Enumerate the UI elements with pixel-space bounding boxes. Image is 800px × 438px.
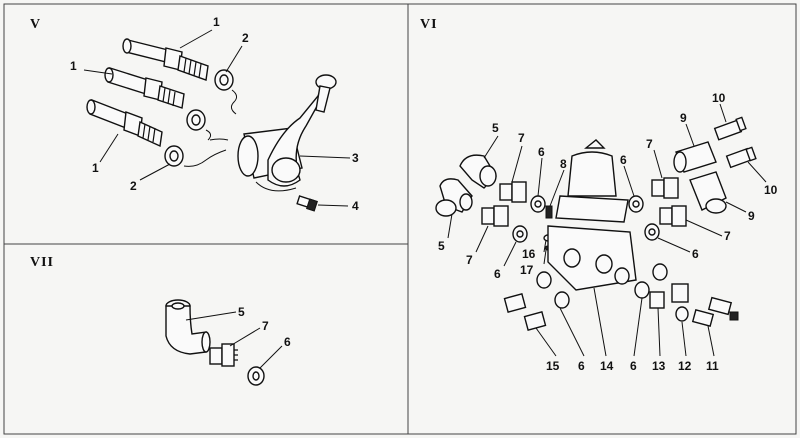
- section-vi-drawing: 5 5 7 7 7 7 6 6 6 6 6 6 8 9 9 10 10 16 1…: [435, 91, 778, 373]
- callout-v-1b: 1: [70, 59, 77, 73]
- callout-vi-17: 17: [520, 263, 534, 277]
- callout-vi-13: 13: [652, 359, 666, 373]
- fitting-11: [691, 296, 739, 327]
- callout-v-2a: 2: [242, 31, 249, 45]
- sensor-10-lower: [725, 146, 757, 169]
- callout-v-1a: 1: [213, 15, 220, 29]
- callout-v-1c: 1: [92, 161, 99, 175]
- section-title-vi: VI: [420, 17, 438, 32]
- callout-vi-10b: 10: [764, 183, 778, 197]
- elbow-5-upper: [459, 154, 497, 189]
- callout-vi-6e: 6: [578, 359, 585, 373]
- callout-vi-12: 12: [678, 359, 692, 373]
- callout-vi-5a: 5: [492, 121, 499, 135]
- hose-fitting-1-middle: [104, 67, 185, 109]
- callout-vi-15: 15: [546, 359, 560, 373]
- section-v-drawing: 1 1 1 2 2 3 4: [70, 15, 359, 213]
- callout-vi-7a: 7: [518, 131, 525, 145]
- callout-vi-8: 8: [560, 157, 567, 171]
- section-vi-leaders: [447, 103, 767, 357]
- section-v-leaders: [83, 29, 351, 207]
- plug-15-lower: [523, 311, 547, 331]
- plug-15-upper: [503, 293, 527, 313]
- callout-vi-11: 11: [706, 359, 719, 373]
- leader-vii-7: [229, 327, 261, 347]
- section-vii-drawing: 5 7 6: [165, 299, 291, 386]
- callout-vi-7c: 7: [646, 137, 653, 151]
- bolt-4: [296, 195, 318, 212]
- callout-vii-6: 6: [284, 335, 291, 349]
- brace-mid: [205, 129, 229, 141]
- callout-v-2b: 2: [130, 179, 137, 193]
- hose-fitting-1-top: [122, 38, 209, 81]
- fitting-13: [649, 283, 689, 309]
- section-title-v: V: [30, 17, 41, 32]
- callout-vii-5: 5: [238, 305, 245, 319]
- union-7-upper-right: [651, 177, 679, 199]
- washers-2: [164, 69, 234, 167]
- callout-vi-6c: 6: [620, 153, 627, 167]
- callout-vi-7d: 7: [724, 229, 731, 243]
- washer-6-mid-right: [644, 223, 660, 241]
- leader-vii-6: [259, 345, 283, 369]
- union-7-upper-left: [499, 181, 527, 203]
- callout-vi-6f: 6: [630, 359, 637, 373]
- callout-vi-5b: 5: [438, 239, 445, 253]
- callout-v-4: 4: [352, 199, 359, 213]
- washer-6-upper-left: [530, 195, 546, 213]
- valve-body-14: [547, 139, 637, 291]
- elbow-fitting-5: [165, 299, 211, 355]
- valve-with-lever-3: [237, 74, 337, 192]
- callout-vi-10a: 10: [712, 91, 726, 105]
- callout-vi-16: 16: [522, 247, 536, 261]
- sensor-10-upper: [713, 116, 747, 141]
- brace-top: [230, 89, 238, 115]
- panel-frames: [3, 3, 797, 435]
- callout-v-3: 3: [352, 151, 359, 165]
- tee-9-upper: [673, 141, 717, 173]
- elbow-5-lower: [435, 178, 473, 217]
- callout-vi-7b: 7: [466, 253, 473, 267]
- callout-vi-9a: 9: [680, 111, 687, 125]
- bolt-8: [545, 205, 553, 219]
- section-title-vii: VII: [30, 255, 54, 270]
- callout-vi-6d: 6: [692, 247, 699, 261]
- leader-vii-5: [185, 311, 237, 321]
- union-7-lower-right: [659, 205, 687, 227]
- hose-fitting-1-bottom: [86, 99, 163, 148]
- callout-vi-6b: 6: [494, 267, 501, 281]
- callout-vi-9b: 9: [748, 209, 755, 223]
- union-7-lower-left: [481, 205, 509, 227]
- callout-vii-7: 7: [262, 319, 269, 333]
- callout-vi-6a: 6: [538, 145, 545, 159]
- washer-6-bottom-right: [634, 263, 668, 299]
- washer-6: [247, 366, 265, 386]
- callout-vi-14: 14: [600, 359, 614, 373]
- washer-6-top-right: [628, 195, 644, 213]
- washer-12: [675, 306, 689, 322]
- tee-9-lower: [689, 171, 727, 214]
- brace-bottom: [183, 149, 227, 167]
- washer-6-lower-left: [512, 225, 528, 243]
- union-7: [209, 343, 238, 367]
- washer-6-bottom-left: [536, 271, 570, 309]
